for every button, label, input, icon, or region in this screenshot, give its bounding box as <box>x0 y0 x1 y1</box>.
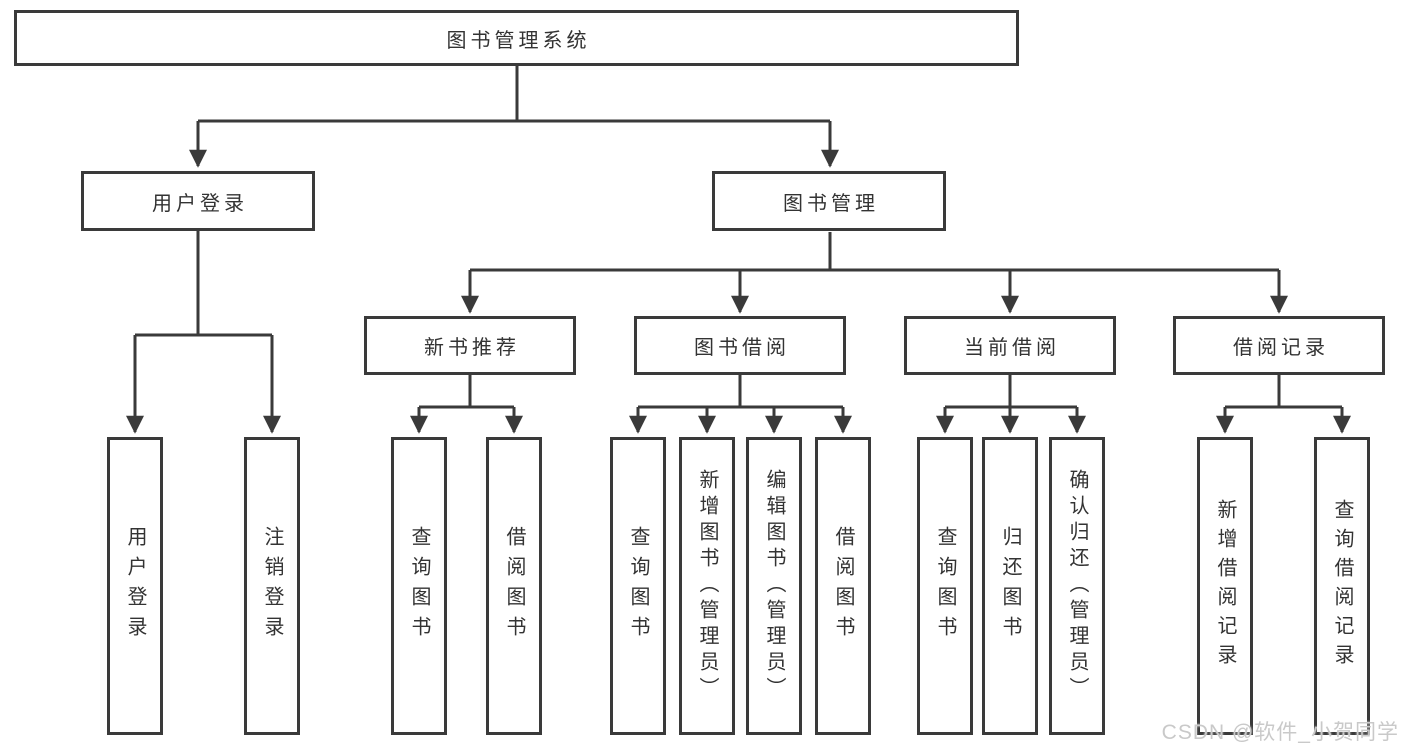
leaf-return-book: 归还图书 <box>982 437 1038 735</box>
node-current-borrow: 当前借阅 <box>904 316 1116 375</box>
leaf-query-book-borrow: 查询图书 <box>610 437 666 735</box>
leaf-query-borrow-record: 查询借阅记录 <box>1314 437 1370 735</box>
leaf-query-book-current: 查询图书 <box>917 437 973 735</box>
node-book-borrow: 图书借阅 <box>634 316 846 375</box>
leaf-label: 查询图书 <box>627 526 649 646</box>
node-book-management: 图书管理 <box>712 171 946 231</box>
leaf-label: 确认归还（管理员） <box>1066 469 1088 703</box>
leaf-label: 归还图书 <box>999 526 1021 646</box>
leaf-borrow-book: 借阅图书 <box>815 437 871 735</box>
leaf-label: 查询借阅记录 <box>1331 499 1353 673</box>
leaf-label: 查询图书 <box>934 526 956 646</box>
leaf-user-login: 用户登录 <box>107 437 163 735</box>
leaf-label: 用户登录 <box>124 526 146 646</box>
leaf-query-book-recommend: 查询图书 <box>391 437 447 735</box>
leaf-logout: 注销登录 <box>244 437 300 735</box>
leaf-label: 查询图书 <box>408 526 430 646</box>
leaf-edit-book-admin: 编辑图书（管理员） <box>746 437 802 735</box>
node-borrow-record: 借阅记录 <box>1173 316 1385 375</box>
leaf-add-book-admin: 新增图书（管理员） <box>679 437 735 735</box>
leaf-label: 新增图书（管理员） <box>696 469 718 703</box>
leaf-label: 借阅图书 <box>832 526 854 646</box>
node-new-book-recommend: 新书推荐 <box>364 316 576 375</box>
leaf-label: 编辑图书（管理员） <box>763 469 785 703</box>
leaf-confirm-return-admin: 确认归还（管理员） <box>1049 437 1105 735</box>
csdn-watermark: CSDN @软件_小贺同学 <box>1161 721 1399 744</box>
node-user-login: 用户登录 <box>81 171 315 231</box>
leaf-label: 注销登录 <box>261 526 283 646</box>
node-root: 图书管理系统 <box>14 10 1019 66</box>
leaf-add-borrow-record: 新增借阅记录 <box>1197 437 1253 735</box>
leaf-label: 借阅图书 <box>503 526 525 646</box>
leaf-borrow-book-recommend: 借阅图书 <box>486 437 542 735</box>
leaf-label: 新增借阅记录 <box>1214 499 1236 673</box>
